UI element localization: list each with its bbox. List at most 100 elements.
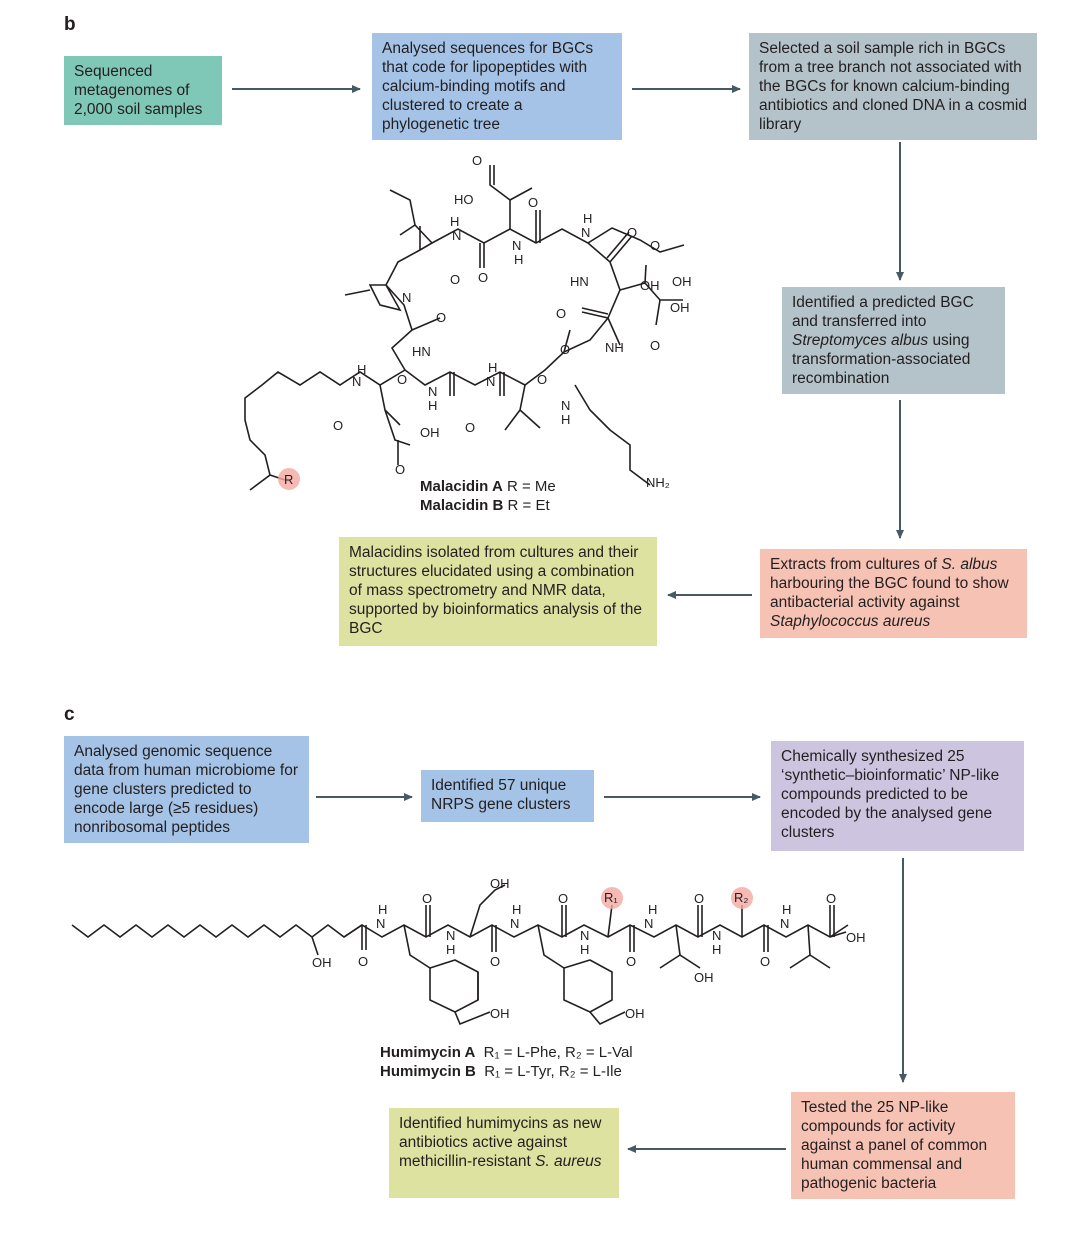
- box-humimycins-identified: Identified humimycins as new antibiotics…: [389, 1108, 619, 1198]
- label-o-14: O: [465, 420, 475, 435]
- label-r: R: [284, 472, 293, 487]
- label-oh-h2: OH: [312, 955, 332, 970]
- malacidin-a-name: Malacidin A: [420, 478, 503, 495]
- label-n-1: N: [452, 228, 461, 243]
- label-o-4: O: [627, 225, 637, 240]
- humimycin-b-name: Humimycin B: [380, 1063, 476, 1080]
- extracts-text-1: Extracts from cultures of: [770, 556, 938, 573]
- humimycin-a-r: R₁ = L-Phe, R₂ = L-Val: [483, 1044, 633, 1061]
- panel-b-label: b: [64, 14, 76, 35]
- box-extracts-activity: Extracts from cultures of S. albus harbo…: [760, 549, 1027, 638]
- box-identified-bgc: Identified a predicted BGC and transferr…: [782, 287, 1005, 394]
- label-n-h2: N: [446, 928, 455, 943]
- box-genomic-sequence: Analysed genomic sequence data from huma…: [64, 736, 309, 843]
- label-n-h4: N: [580, 928, 589, 943]
- label-h-7: H: [561, 412, 570, 427]
- label-o-1: O: [472, 153, 482, 168]
- box-tested-compounds: Tested the 25 NP-like compounds for acti…: [791, 1092, 1015, 1199]
- label-o-7: O: [650, 338, 660, 353]
- r1-highlight: [601, 887, 623, 909]
- label-r1: R₁: [604, 890, 618, 905]
- label-hn-2: HN: [412, 344, 431, 359]
- label-h-h2: H: [446, 942, 455, 957]
- humimycin-a-name: Humimycin A: [380, 1044, 476, 1061]
- label-oh-h5: OH: [490, 1006, 510, 1021]
- extracts-species: S. albus: [941, 556, 998, 573]
- label-o-12: O: [537, 372, 547, 387]
- r-highlight: [278, 468, 300, 490]
- label-o-11: O: [397, 372, 407, 387]
- label-h-1: H: [450, 214, 459, 229]
- label-h-5: H: [428, 398, 437, 413]
- box-chemically-synthesized: Chemically synthesized 25 ‘synthetic–bio…: [771, 741, 1024, 851]
- label-n-5: N: [352, 374, 361, 389]
- r2-highlight: [731, 887, 753, 909]
- identified-species: Streptomyces albus: [792, 332, 929, 349]
- label-o-h4: O: [558, 891, 568, 906]
- label-n-6: N: [428, 384, 437, 399]
- label-r2: R₂: [734, 890, 748, 905]
- box-selected-soil-sample: Selected a soil sample rich in BGCs from…: [749, 33, 1037, 140]
- humimycins-text-1: Identified humimycins as new antibiotics…: [399, 1115, 602, 1170]
- panel-c-label: c: [64, 704, 75, 725]
- label-o-2: O: [528, 195, 538, 210]
- label-oh-h3: OH: [846, 930, 866, 945]
- malacidin-a-r: R = Me: [506, 478, 556, 495]
- label-o-13: O: [333, 418, 343, 433]
- label-ho-1: HO: [454, 192, 474, 207]
- label-o-h6: O: [694, 891, 704, 906]
- label-h-2: H: [514, 252, 523, 267]
- box-sequenced-metagenomes: Sequenced metagenomes of 2,000 soil samp…: [64, 56, 222, 125]
- malacidin-b-r: R = Et: [507, 497, 550, 514]
- label-h-h5: H: [648, 902, 657, 917]
- extracts-species-2: Staphylococcus aureus: [770, 613, 931, 630]
- label-h-h1: H: [378, 902, 387, 917]
- label-h-h4: H: [580, 942, 589, 957]
- label-o-h8: O: [826, 891, 836, 906]
- label-oh-1: OH: [672, 274, 692, 289]
- identified-text-1: Identified a predicted BGC and transferr…: [792, 294, 974, 330]
- label-h-4: H: [357, 362, 366, 377]
- label-n-3: N: [581, 225, 590, 240]
- label-h-h3: H: [512, 902, 521, 917]
- label-n-2: N: [512, 238, 521, 253]
- label-n-4: N: [402, 290, 411, 305]
- identified-text-2: using transformation-associated recombin…: [792, 332, 971, 387]
- label-o-h2: O: [422, 891, 432, 906]
- label-nh-1: NH: [605, 340, 624, 355]
- label-n-h7: N: [780, 916, 789, 931]
- label-n-7: N: [486, 374, 495, 389]
- label-o-9: O: [450, 272, 460, 287]
- malacidin-caption: Malacidin A R = Me Malacidin B R = Et: [420, 477, 556, 515]
- malacidin-b-name: Malacidin B: [420, 497, 504, 514]
- humimycin-b-r: R₁ = L-Tyr, R₂ = L-Ile: [484, 1063, 622, 1080]
- label-n-h3: N: [510, 916, 519, 931]
- label-o-6: O: [556, 306, 566, 321]
- label-h-h7: H: [782, 902, 791, 917]
- label-h-6: H: [488, 360, 497, 375]
- label-o-h1: O: [358, 954, 368, 969]
- label-h-3: H: [583, 211, 592, 226]
- label-o-10: O: [436, 310, 446, 325]
- label-o-h3: O: [490, 954, 500, 969]
- label-o-8: O: [560, 342, 570, 357]
- label-o-5: O: [650, 238, 660, 253]
- label-o-15: O: [395, 462, 405, 477]
- label-o-h5: O: [626, 954, 636, 969]
- box-nrps-clusters: Identified 57 unique NRPS gene clusters: [421, 770, 594, 822]
- box-analysed-bgcs: Analysed sequences for BGCs that code fo…: [372, 33, 622, 140]
- label-oh-3: OH: [670, 300, 690, 315]
- label-o-3: O: [478, 270, 488, 285]
- label-nh2: NH₂: [646, 475, 670, 490]
- label-oh-4: OH: [420, 425, 440, 440]
- label-h-h6: H: [712, 942, 721, 957]
- label-oh-2: OH: [640, 278, 660, 293]
- label-oh-h6: OH: [625, 1006, 645, 1021]
- box-malacidins-isolated: Malacidins isolated from cultures and th…: [339, 537, 657, 646]
- label-n-h1: N: [376, 916, 385, 931]
- label-o-h7: O: [760, 954, 770, 969]
- label-n-8: N: [561, 398, 570, 413]
- label-n-h6: N: [712, 928, 721, 943]
